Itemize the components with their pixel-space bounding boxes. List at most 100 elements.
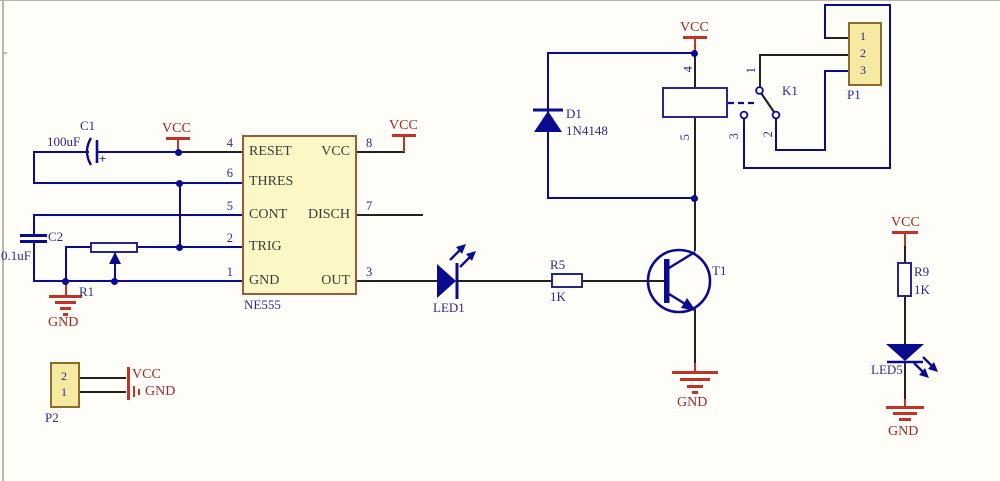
junction-dot xyxy=(62,278,69,285)
vcc-label: VCC xyxy=(891,215,920,230)
r9-value: 1K xyxy=(914,282,930,297)
gnd-bar xyxy=(692,391,698,394)
ic-pin-reset: RESET xyxy=(249,144,292,159)
sheet-border-left xyxy=(2,0,4,481)
potentiometer-r1-body xyxy=(90,242,138,253)
wire xyxy=(824,37,850,39)
vcc-tick xyxy=(403,136,405,152)
p1-pin-1: 1 xyxy=(860,29,866,43)
gnd-bar xyxy=(899,418,911,421)
wire xyxy=(582,280,667,282)
wire xyxy=(824,70,850,72)
wire xyxy=(694,53,696,88)
r5-ref: R5 xyxy=(550,257,566,272)
wire xyxy=(759,54,761,88)
wire xyxy=(547,197,696,199)
p2-gnd-label: GND xyxy=(145,384,176,399)
p2-pin-2: 2 xyxy=(61,369,67,383)
sheet-border-top xyxy=(0,0,1000,1)
wire xyxy=(33,151,89,153)
wire xyxy=(65,246,91,248)
wire xyxy=(694,309,696,366)
wire xyxy=(65,246,67,282)
gnd-bar xyxy=(60,307,71,310)
c2-value: 0.1uF xyxy=(1,248,31,263)
gnd-label: GND xyxy=(888,424,919,439)
vcc-label: VCC xyxy=(680,20,709,35)
capacitor-c2-plate xyxy=(20,240,47,243)
wire xyxy=(889,4,891,169)
wire xyxy=(33,182,242,184)
wire xyxy=(33,214,35,236)
k1-pin-2: 2 xyxy=(760,131,775,138)
vcc-tick xyxy=(904,233,906,246)
resistor-r9-body xyxy=(897,262,912,297)
p1-ref: P1 xyxy=(847,87,861,102)
gnd-label: GND xyxy=(48,315,79,330)
wire xyxy=(824,4,891,6)
junction-dot xyxy=(176,180,183,187)
ic-pin-disch: DISCH xyxy=(307,207,350,222)
gnd-label: GND xyxy=(677,395,708,410)
wire xyxy=(137,246,243,248)
gnd-bar xyxy=(886,406,924,409)
junction-dot xyxy=(176,244,183,251)
r9-ref: R9 xyxy=(914,264,930,279)
ic-pin-vcc: VCC xyxy=(321,144,350,159)
p2-ref: P2 xyxy=(45,410,59,425)
gnd-bar xyxy=(49,295,82,298)
pin-number-2: 2 xyxy=(226,231,233,245)
gnd-bar xyxy=(672,371,718,374)
wire xyxy=(356,151,405,153)
gnd-stem xyxy=(694,363,696,372)
led1-symbol xyxy=(437,244,476,299)
ic-pin-gnd: GND xyxy=(249,273,280,288)
capacitor-c1-symbol xyxy=(85,137,99,166)
capacitor-c2-plate xyxy=(20,234,47,237)
wire xyxy=(904,362,906,403)
wire xyxy=(743,167,891,169)
ic-pin-trig: TRIG xyxy=(249,239,282,254)
pin-number-8: 8 xyxy=(366,136,373,150)
pin-number-7: 7 xyxy=(366,199,373,213)
sheet-border-tick xyxy=(2,52,7,54)
wire xyxy=(114,252,116,282)
k1-pin-3: 3 xyxy=(726,133,741,140)
wire xyxy=(356,214,423,216)
r1-ref: R1 xyxy=(79,284,95,299)
k1-ref: K1 xyxy=(782,83,798,98)
ic-name: NE555 xyxy=(244,297,281,312)
t1-ref: T1 xyxy=(712,263,727,278)
wire xyxy=(458,280,552,282)
p1-pin-3: 3 xyxy=(860,63,866,77)
connector-p1-body xyxy=(848,22,882,86)
wire xyxy=(743,117,745,169)
p2-pin-1: 1 xyxy=(61,385,67,399)
ic-pin-cont: CONT xyxy=(249,207,288,222)
resistor-r5-body xyxy=(551,273,583,288)
ic-pin-thres: THRES xyxy=(249,174,294,189)
wire xyxy=(179,151,243,153)
junction-dot xyxy=(111,278,118,285)
wire xyxy=(904,296,906,345)
wire xyxy=(694,198,696,251)
wire xyxy=(775,117,777,151)
gnd-bar xyxy=(55,301,76,304)
d1-ref: D1 xyxy=(566,106,582,121)
k1-pin-1: 1 xyxy=(743,67,758,74)
wire xyxy=(179,182,181,249)
junction-dot xyxy=(691,195,698,202)
d1-value: 1N4148 xyxy=(566,123,608,138)
ne555-body xyxy=(242,135,357,295)
pin-number-5: 5 xyxy=(226,199,233,213)
p2-gnd-bar xyxy=(138,389,140,395)
r1-wiper-arrow xyxy=(109,252,121,264)
wire xyxy=(80,377,126,379)
gnd-bar xyxy=(893,412,917,415)
gnd-bar xyxy=(680,378,710,381)
wire xyxy=(33,151,35,184)
vcc-tick xyxy=(694,38,696,54)
wire xyxy=(759,54,850,56)
wire xyxy=(33,280,242,282)
connector-p2-body xyxy=(50,362,80,408)
